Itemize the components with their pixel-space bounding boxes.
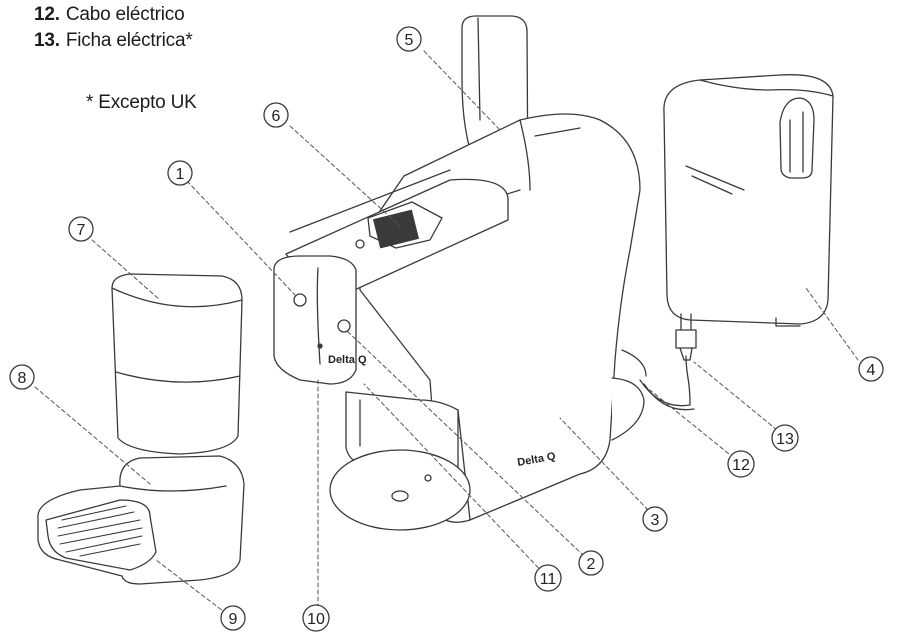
callout-9: 9: [229, 611, 238, 628]
callout-1: 1: [176, 166, 185, 183]
callout-circles: [9, 26, 884, 632]
callout-7: 7: [77, 222, 86, 239]
parts-legend: 12.Cabo eléctrico 13.Ficha eléctrica*: [34, 2, 193, 54]
callout-11: 11: [540, 571, 557, 588]
cup: [111, 273, 243, 455]
front-panel: [273, 255, 357, 385]
callout-3: 3: [651, 512, 660, 529]
callout-8: 8: [18, 370, 27, 387]
legend-number: 12.: [34, 4, 60, 25]
brand-logo-front: Delta Q: [328, 354, 367, 366]
drip-tray: [37, 455, 245, 585]
callout-13: 13: [776, 431, 794, 448]
callout-2: 2: [587, 556, 596, 573]
power-cable: [639, 313, 697, 411]
legend-item-13: 13.Ficha eléctrica*: [34, 28, 193, 54]
machine-base: [329, 349, 647, 531]
legend-label: Cabo eléctrico: [65, 4, 185, 25]
water-tank: [663, 74, 834, 327]
legend-item-12: 12.Cabo eléctrico: [34, 2, 193, 28]
footnote: * Excepto UK: [86, 92, 197, 113]
callout-6: 6: [272, 108, 281, 125]
callout-5: 5: [405, 32, 414, 49]
callout-12: 12: [732, 457, 750, 474]
leader-lines: [34, 50, 859, 615]
callout-4: 4: [867, 362, 876, 379]
legend-label: Ficha eléctrica*: [65, 30, 193, 51]
callout-numbers: 1 2 3 4 5 6 7 8 9 10 11 12 13: [18, 32, 876, 628]
callout-10: 10: [307, 611, 325, 628]
legend-number: 13.: [34, 30, 60, 51]
